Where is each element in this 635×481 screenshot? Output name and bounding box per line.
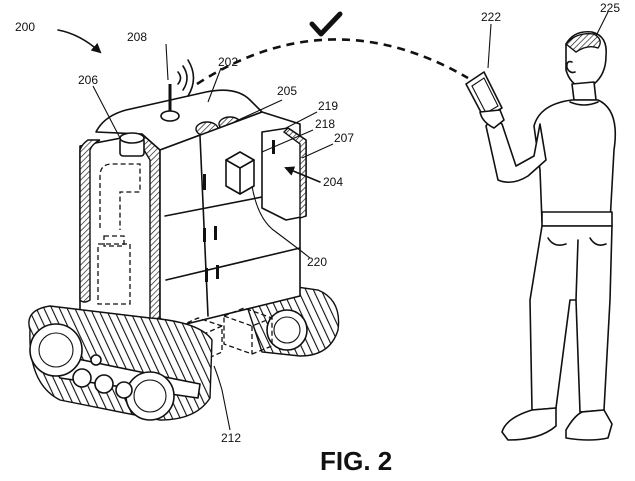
- label-212: 212: [221, 431, 241, 445]
- label-225: 225: [600, 1, 620, 15]
- package: [225, 151, 255, 195]
- light-beacon: [119, 132, 145, 157]
- wireless-link: [196, 11, 469, 86]
- label-208: 208: [127, 30, 147, 44]
- label-207: 207: [334, 131, 354, 145]
- figure-caption: FIG. 2: [320, 446, 392, 476]
- user-person: [465, 30, 617, 441]
- label-200: 200: [15, 20, 35, 34]
- label-220: 220: [307, 255, 327, 269]
- label-202: 202: [218, 55, 238, 69]
- compartment-door: [261, 127, 307, 221]
- label-222: 222: [481, 10, 501, 24]
- label-204: 204: [323, 175, 343, 189]
- reference-labels: 200 208 202 205 206 219 218 207 204 220 …: [15, 1, 620, 445]
- antenna: [160, 59, 195, 122]
- label-205: 205: [277, 84, 297, 98]
- label-206: 206: [78, 73, 98, 87]
- leader-lines: [57, 11, 609, 431]
- label-218: 218: [315, 117, 335, 131]
- mobile-device: [465, 71, 503, 119]
- delivery-robot: [28, 59, 340, 421]
- label-219: 219: [318, 99, 338, 113]
- check-icon: [309, 11, 343, 37]
